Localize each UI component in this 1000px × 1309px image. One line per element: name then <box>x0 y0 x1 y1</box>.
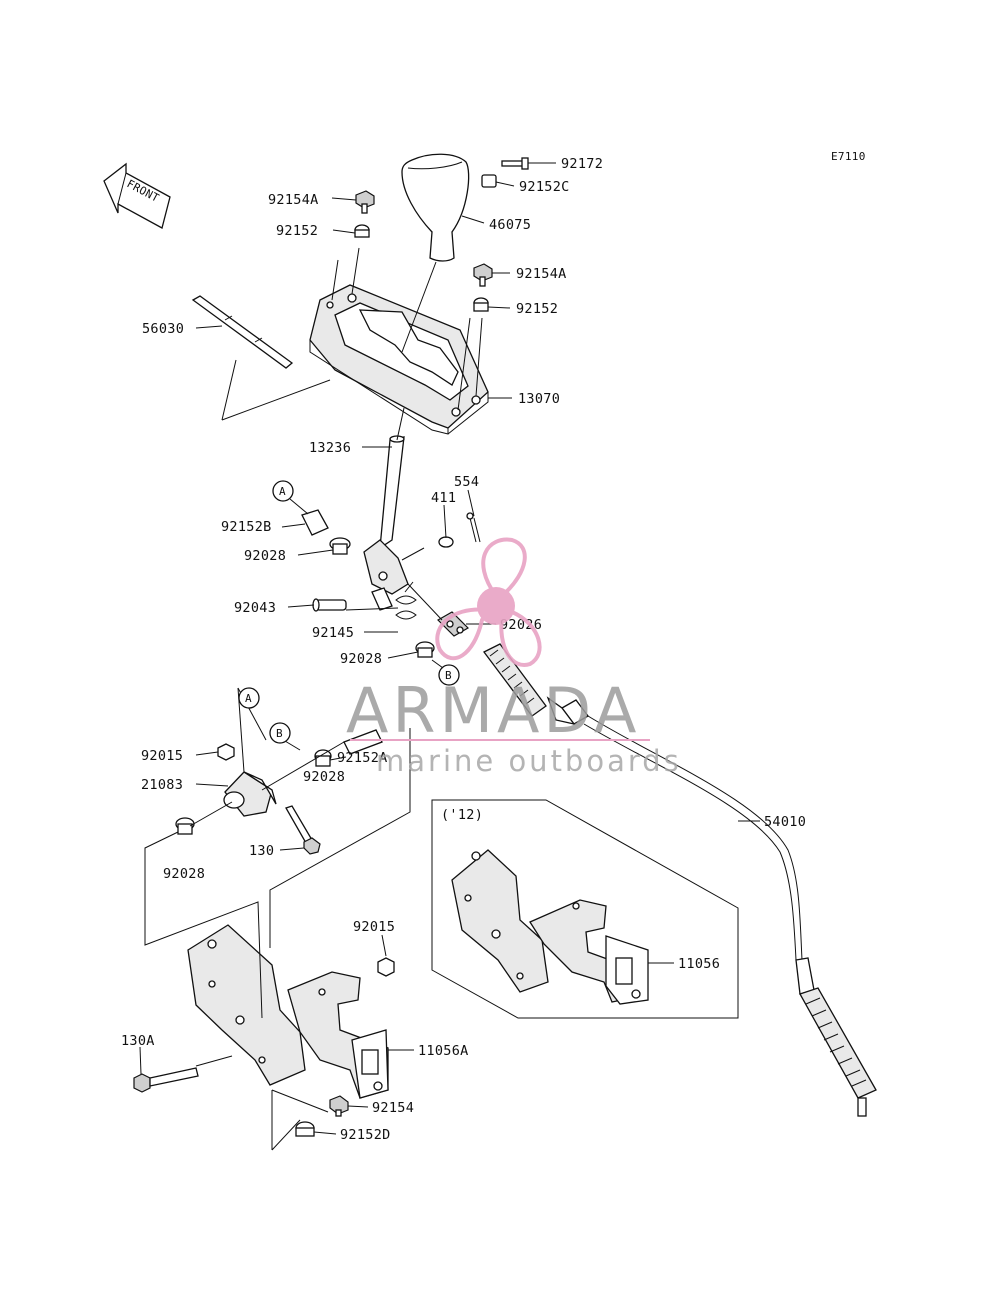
label-92152A: 92152A <box>337 750 388 766</box>
bolt-130 <box>285 805 321 855</box>
label-92154: 92154 <box>372 1100 414 1116</box>
bracket-11056A <box>187 924 389 1099</box>
screw-92172 <box>501 157 529 170</box>
label-92154A-top: 92154A <box>268 192 319 208</box>
bushing-92028-lower <box>415 641 435 658</box>
svg-text:A: A <box>245 692 252 705</box>
label-46075: 46075 <box>489 217 531 233</box>
spring-92145 <box>395 581 417 620</box>
part-labels: 92172 92152C 46075 92154A 92152 92154A 9… <box>121 156 806 1143</box>
watermark: ARMADA marine outboards <box>346 537 682 778</box>
label-92152D: 92152D <box>340 1127 391 1143</box>
bushing-92028-mid <box>314 749 332 767</box>
label-92145: 92145 <box>312 625 354 641</box>
label-92043: 92043 <box>234 600 276 616</box>
collar-92152A <box>343 729 383 755</box>
label-92028-c: 92028 <box>303 769 345 785</box>
shift-lever-13236 <box>363 435 409 595</box>
bushing-92028-left <box>175 817 195 835</box>
shift-guide-13070 <box>309 284 489 435</box>
label-92028-d: 92028 <box>163 866 205 882</box>
label-130A: 130A <box>121 1033 155 1049</box>
bracket-21083 <box>223 771 277 817</box>
label-92015-a: 92015 <box>141 748 183 764</box>
label-11056: 11056 <box>678 956 720 972</box>
bolt-92154 <box>329 1095 349 1117</box>
svg-text:A: A <box>279 485 286 498</box>
bolt-92154A-left <box>355 190 375 214</box>
watermark-title: ARMADA <box>346 674 640 747</box>
shift-knob-46075 <box>401 153 470 262</box>
label-54010: 54010 <box>764 814 806 830</box>
leader-lines <box>139 162 760 1151</box>
bolt-92154A-right <box>473 263 493 287</box>
label-411: 411 <box>431 490 456 506</box>
label-13070: 13070 <box>518 391 560 407</box>
collar-92152B <box>301 509 329 536</box>
svg-text:B: B <box>445 669 452 682</box>
label-130: 130 <box>249 843 274 859</box>
inset-box: ('12) <box>431 799 739 1019</box>
bolt-130A <box>133 1067 199 1093</box>
diagram-code: E7110 <box>831 150 866 163</box>
label-92015-b: 92015 <box>353 919 395 935</box>
watermark-subtitle: marine outboards <box>376 744 682 778</box>
label-92028-b: 92028 <box>340 651 382 667</box>
washer-411 <box>438 536 454 548</box>
inset-label: ('12) <box>441 807 483 823</box>
svg-text:B: B <box>276 727 283 740</box>
collar-92152C <box>481 174 497 188</box>
callout-B-low: B <box>269 722 291 744</box>
pin-92043 <box>312 598 347 612</box>
nut-92015-upper <box>217 743 235 761</box>
label-92154A-right: 92154A <box>516 266 567 282</box>
label-554: 554 <box>454 474 479 490</box>
collar-cylinder <box>371 587 393 611</box>
callout-B-mid: B <box>431 659 460 686</box>
label-21083: 21083 <box>141 777 183 793</box>
bushing-92028-upper <box>329 537 351 555</box>
label-13236: 13236 <box>309 440 351 456</box>
callout-A-low: A <box>238 687 260 709</box>
propeller-logo-icon <box>435 537 542 667</box>
label-56030: 56030 <box>142 321 184 337</box>
label-92152-top: 92152 <box>276 223 318 239</box>
front-arrow-icon: FRONT <box>103 162 171 229</box>
label-92152C: 92152C <box>519 179 570 195</box>
label-11056A: 11056A <box>418 1043 469 1059</box>
nut-92015-lower <box>377 957 395 977</box>
washer-92152D <box>295 1121 315 1137</box>
label-92172: 92172 <box>561 156 603 172</box>
label-92152-right: 92152 <box>516 301 558 317</box>
strap-56030 <box>191 295 294 369</box>
joint-92026 <box>437 611 469 637</box>
collar-92152-right <box>473 297 489 312</box>
cotter-pin-554 <box>466 512 481 543</box>
callout-A-top: A <box>272 480 309 515</box>
label-92152B: 92152B <box>221 519 272 535</box>
label-92028-a: 92028 <box>244 548 286 564</box>
shift-cable-54010 <box>483 643 877 1117</box>
collar-92152-left <box>354 224 370 238</box>
